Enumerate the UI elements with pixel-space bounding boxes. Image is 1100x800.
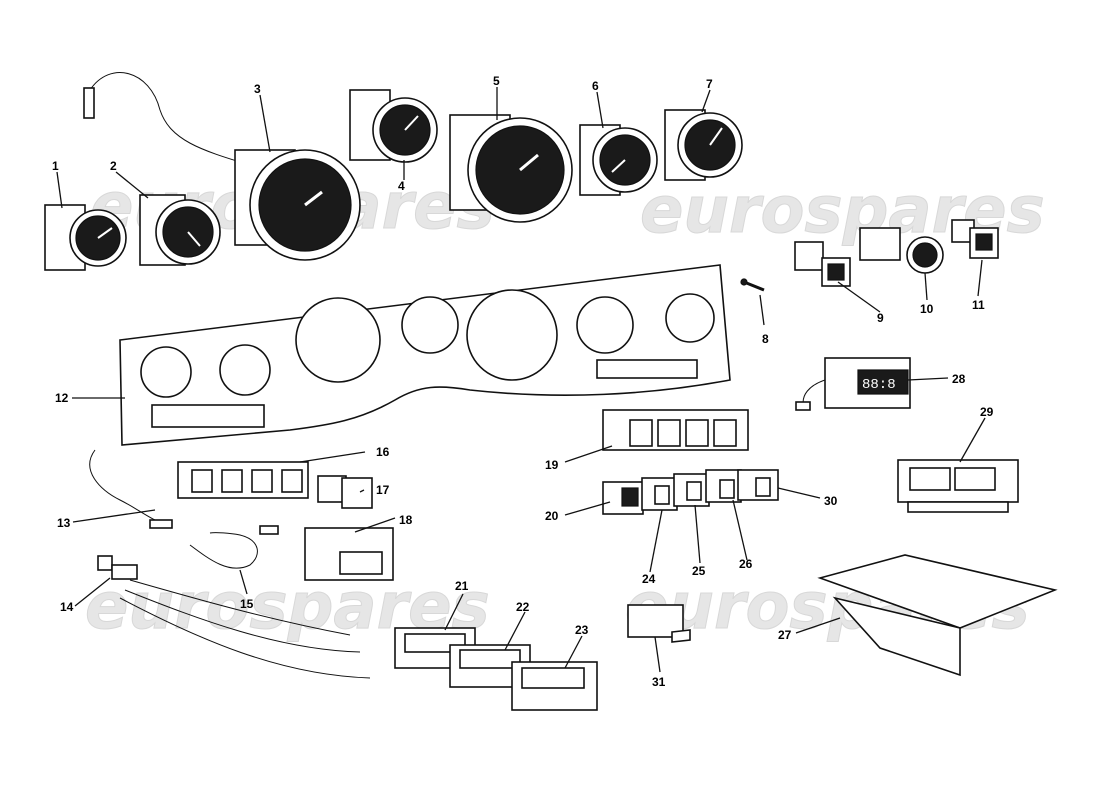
callout-8: 8: [762, 332, 769, 346]
relay-31: [627, 604, 691, 643]
callout-26: 26: [739, 557, 753, 571]
callout-27: 27: [778, 628, 792, 642]
switch-11: [951, 219, 999, 259]
gauge-6-fuel: [579, 124, 658, 196]
callout-31: 31: [652, 675, 666, 689]
callout-19: 19: [545, 458, 559, 472]
watermarks: eurospares eurospares eurospares eurospa…: [85, 170, 1046, 645]
callout-10: 10: [920, 302, 934, 316]
wiring-13-14-15: [89, 449, 371, 679]
callout-3: 3: [254, 82, 261, 96]
callout-11: 11: [972, 298, 985, 312]
dashboard-panel: [119, 264, 731, 446]
gauge-2: [139, 194, 221, 266]
gauge-3-tachometer: [83, 72, 361, 261]
callout-20: 20: [545, 509, 559, 523]
switch-row-20-30: [602, 469, 779, 515]
switch-bank-19: [602, 409, 749, 451]
callout-15: 15: [240, 597, 254, 611]
meter-18: [304, 527, 394, 581]
callout-21: 21: [455, 579, 469, 593]
callout-29: 29: [980, 405, 994, 419]
callout-2: 2: [110, 159, 117, 173]
callout-5: 5: [493, 74, 500, 88]
switch-17: [317, 475, 373, 509]
callout-18: 18: [399, 513, 413, 527]
callout-7: 7: [706, 77, 713, 91]
gauge-4: [349, 89, 438, 163]
callout-9: 9: [877, 311, 884, 325]
callout-labels: 1 2 3 4 5 6 7 8 9 10 11 12 13 14 15 16 1…: [52, 74, 994, 689]
callout-28: 28: [952, 372, 966, 386]
callout-17: 17: [376, 483, 390, 497]
clock-digits: 88:8: [862, 377, 896, 393]
callout-14: 14: [60, 600, 74, 614]
callout-12: 12: [55, 391, 69, 405]
callout-16: 16: [376, 445, 390, 459]
callout-22: 22: [516, 600, 530, 614]
tray-27: [817, 554, 1058, 677]
gauge-1: [44, 204, 127, 271]
callout-13: 13: [57, 516, 71, 530]
clock-28: 88:8: [795, 357, 911, 411]
callout-25: 25: [692, 564, 706, 578]
callout-30: 30: [824, 494, 838, 508]
callout-6: 6: [592, 79, 599, 93]
callout-1: 1: [52, 159, 59, 173]
switch-bank-16: [177, 461, 309, 499]
callout-24: 24: [642, 572, 656, 586]
callout-4: 4: [398, 179, 405, 193]
switch-9: [794, 241, 851, 287]
gauge-5-speedometer: [449, 114, 573, 223]
leader-lines: [56, 87, 986, 673]
switch-23: [511, 661, 598, 711]
gauge-7: [664, 109, 743, 181]
window-switch-29: [897, 459, 1019, 513]
screw-8: [740, 278, 765, 292]
callout-23: 23: [575, 623, 589, 637]
lighter-10: [859, 227, 944, 274]
